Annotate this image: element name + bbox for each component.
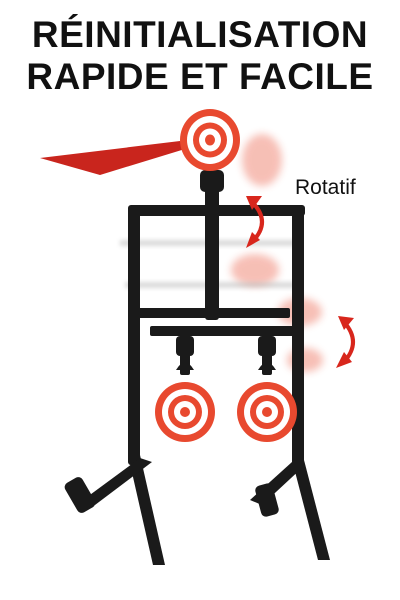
rotation-arrow-head xyxy=(336,352,352,368)
rotation-arrow-head xyxy=(246,232,260,248)
motion-ghosts xyxy=(231,134,323,372)
target-icon xyxy=(155,362,215,442)
rotation-label: Rotatif xyxy=(295,176,356,199)
rotation-arrow-head xyxy=(338,316,354,330)
target-icon xyxy=(237,362,297,442)
steel-frame xyxy=(64,170,330,565)
headline: RÉINITIALISATION RAPIDE ET FACILE xyxy=(0,14,400,98)
motion-streak xyxy=(40,141,185,175)
headline-line-2: RAPIDE ET FACILE xyxy=(26,56,374,97)
rotation-arrow-head xyxy=(246,196,262,210)
target-icon xyxy=(180,109,240,171)
headline-line-1: RÉINITIALISATION xyxy=(31,14,369,55)
